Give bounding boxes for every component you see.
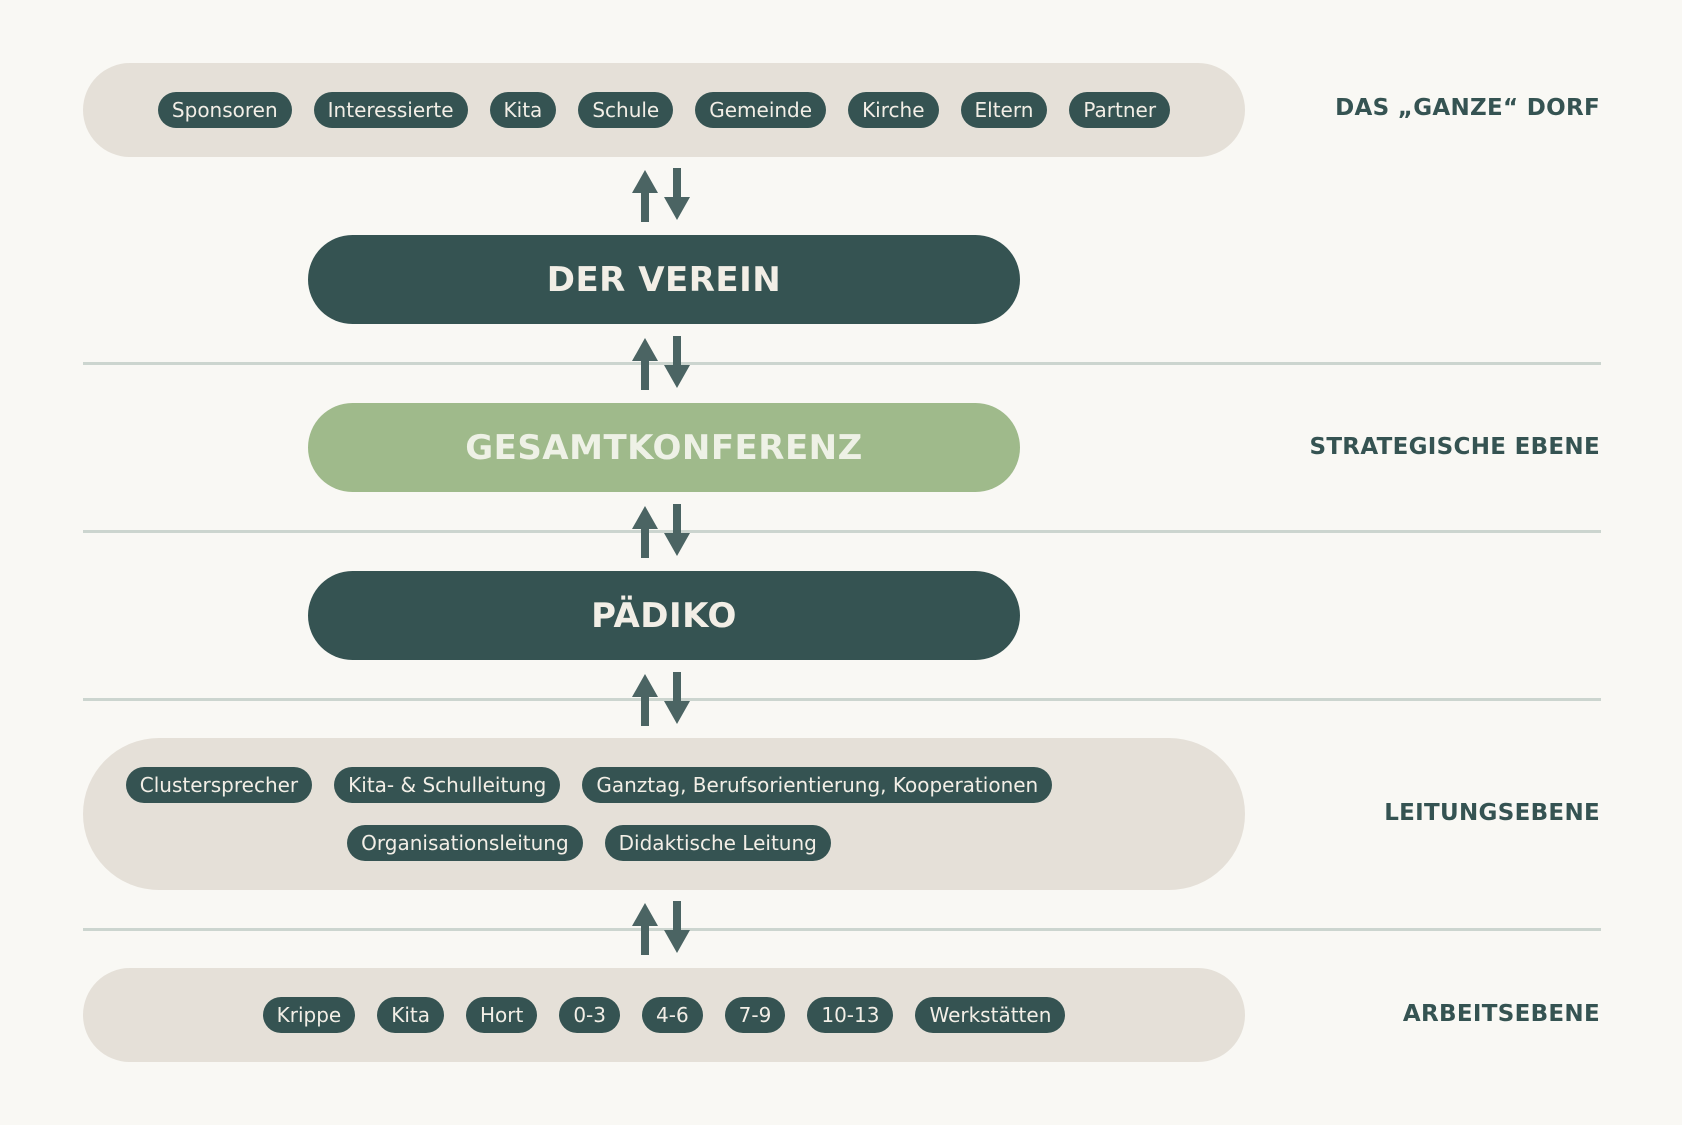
chip-gemeinde: Gemeinde: [695, 92, 827, 128]
chip-kita-schulleitung: Kita- & Schulleitung: [334, 767, 561, 803]
leitung-band: Clustersprecher Kita- & Schulleitung Gan…: [83, 738, 1245, 890]
arbeit-band: Krippe Kita Hort 0-3 4-6 7-9 10-13 Werks…: [83, 968, 1245, 1062]
chip-age-4-6: 4-6: [642, 997, 703, 1033]
chip-organisationsleitung: Organisationsleitung: [347, 825, 583, 861]
dorf-band: Sponsoren Interessierte Kita Schule Geme…: [83, 63, 1245, 157]
chip-eltern: Eltern: [960, 92, 1048, 128]
bidirectional-arrow-icon: [632, 672, 690, 726]
separator-line: [83, 530, 1601, 533]
chip-age-7-9: 7-9: [724, 997, 786, 1033]
leitung-chip-row-2: Organisationsleitung Didaktische Leitung: [8, 825, 1170, 861]
chip-age-0-3: 0-3: [559, 997, 620, 1033]
chip-didaktische-leitung: Didaktische Leitung: [604, 825, 831, 861]
leitung-chip-row-1: Clustersprecher Kita- & Schulleitung Gan…: [8, 767, 1170, 803]
bidirectional-arrow-icon: [632, 901, 690, 955]
chip-werkstaetten: Werkstätten: [915, 997, 1066, 1033]
gesamtkonferenz-pill: GESAMTKONFERENZ: [308, 403, 1020, 492]
chip-ganztag: Ganztag, Berufsorientierung, Kooperation…: [582, 767, 1053, 803]
separator-line: [83, 928, 1601, 931]
chip-schule: Schule: [578, 92, 674, 128]
chip-kita: Kita: [489, 92, 557, 128]
paediko-label: PÄDIKO: [591, 595, 737, 636]
bidirectional-arrow-icon: [632, 336, 690, 390]
chip-krippe: Krippe: [262, 997, 356, 1033]
gesamtkonferenz-label: GESAMTKONFERENZ: [465, 427, 863, 468]
chip-age-10-13: 10-13: [807, 997, 894, 1033]
chip-kirche: Kirche: [848, 92, 939, 128]
level-label-dorf: DAS „GANZE“ DORF: [1335, 95, 1600, 121]
chip-sponsoren: Sponsoren: [157, 92, 292, 128]
verein-label: DER VEREIN: [546, 259, 782, 300]
level-label-arbeit: ARBEITSEBENE: [1402, 1001, 1600, 1027]
bidirectional-arrow-icon: [632, 504, 690, 558]
level-label-strategisch: STRATEGISCHE EBENE: [1309, 434, 1600, 460]
chip-interessierte: Interessierte: [313, 92, 468, 128]
separator-line: [83, 698, 1601, 701]
dorf-chip-row: Sponsoren Interessierte Kita Schule Geme…: [83, 92, 1245, 128]
arbeit-chip-row: Krippe Kita Hort 0-3 4-6 7-9 10-13 Werks…: [83, 997, 1245, 1033]
chip-clustersprecher: Clustersprecher: [125, 767, 313, 803]
bidirectional-arrow-icon: [632, 168, 690, 222]
chip-partner: Partner: [1069, 92, 1171, 128]
separator-line: [83, 362, 1601, 365]
verein-pill: DER VEREIN: [308, 235, 1020, 324]
chip-kita: Kita: [377, 997, 444, 1033]
level-label-leitung: LEITUNGSEBENE: [1384, 800, 1600, 826]
chip-hort: Hort: [465, 997, 538, 1033]
paediko-pill: PÄDIKO: [308, 571, 1020, 660]
